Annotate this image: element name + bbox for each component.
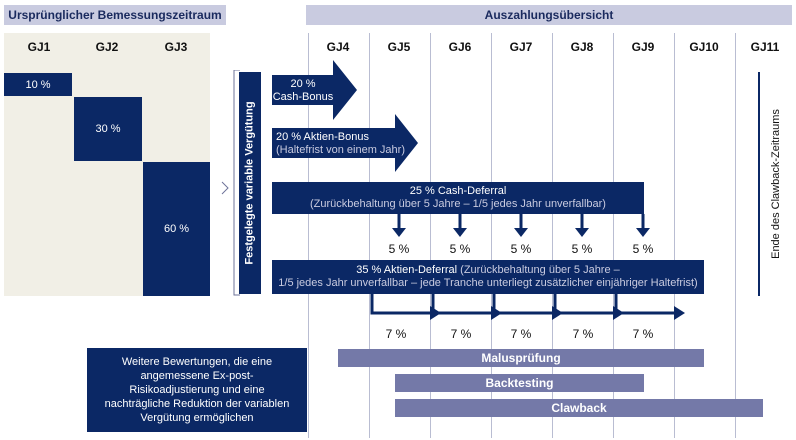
cash-deferral-note: (Zurückbehaltung über 5 Jahre – 1/5 jede… <box>310 198 606 210</box>
year-label: GJ6 <box>448 40 472 54</box>
gridline <box>674 33 675 438</box>
info-box-text: Weitere Bewertungen, die eine angemessen… <box>104 356 290 424</box>
year-label: GJ9 <box>631 40 655 54</box>
cash-tranche-label: 5 % <box>388 242 410 256</box>
share-block-gj2: 30 % <box>74 97 142 161</box>
cash-tranche-label: 5 % <box>449 242 471 256</box>
clawback-end-label-wrap: Ende des Clawback-Zeitraums <box>768 72 784 296</box>
aktien-bonus-label: 20 % Aktien-Bonus (Haltefrist von einem … <box>276 131 405 157</box>
aktien-deferral-line1: 35 % Aktien-Deferral (Zurückbehaltung üb… <box>272 264 704 277</box>
cash-bonus-arrow <box>272 60 357 120</box>
share-block-gj3: 60 % <box>143 162 210 296</box>
share-label: 30 % <box>95 123 121 135</box>
share-label: 60 % <box>163 223 190 235</box>
year-label: GJ5 <box>387 40 411 54</box>
clawback-bar: Clawback <box>395 399 763 417</box>
aktien-tranche-label: 7 % <box>632 327 654 341</box>
gridline <box>369 33 370 438</box>
year-label: GJ8 <box>570 40 594 54</box>
malus-bar: Malusprüfung <box>338 349 704 367</box>
cash-tranche-label: 5 % <box>632 242 654 256</box>
aktien-bonus-note: (Haltefrist von einem Jahr) <box>276 144 405 156</box>
gridline <box>613 33 614 438</box>
header-original-period: Ursprünglicher Bemessungszeitraum <box>4 5 226 25</box>
aktien-deferral-note-a: (Zurückbehaltung über 5 Jahre – <box>457 264 620 276</box>
gridline <box>308 33 309 438</box>
fixed-variable-compensation-box: Festgelegte variable Vergütung <box>239 72 261 294</box>
aktien-deferral-tranche-arrows <box>370 294 676 315</box>
gridline <box>430 33 431 438</box>
cash-bonus-title: Cash-Bonus <box>272 91 334 103</box>
gridline <box>552 33 553 438</box>
year-label: GJ2 <box>95 40 119 54</box>
aktien-deferral-note-b: 1/5 jedes Jahr unverfallbar – jede Tranc… <box>278 277 698 289</box>
header-payout-overview: Auszahlungsübersicht <box>306 5 792 25</box>
aktien-bonus-arrow <box>272 114 418 172</box>
share-block-gj1: 10 % <box>4 73 72 96</box>
share-label: 10 % <box>25 78 51 91</box>
aktien-tranche-label: 7 % <box>385 327 407 341</box>
cash-bonus-share: 20 % <box>290 78 316 90</box>
aktien-tranche-label: 7 % <box>450 327 472 341</box>
cash-deferral-tranche-arrows <box>397 214 645 228</box>
year-label: GJ10 <box>689 40 719 54</box>
gridline <box>491 33 492 438</box>
year-label: GJ4 <box>326 40 350 54</box>
year-label: GJ3 <box>164 40 188 54</box>
aktien-deferral-box: 35 % Aktien-Deferral (Zurückbehaltung üb… <box>272 260 704 294</box>
aktien-deferral-title: 35 % Aktien-Deferral <box>356 264 458 276</box>
aktien-bonus-title: 20 % Aktien-Bonus <box>276 131 369 143</box>
year-label: GJ1 <box>27 40 51 54</box>
aktien-tranche-label: 7 % <box>510 327 532 341</box>
aktien-tranche-label: 7 % <box>572 327 594 341</box>
risk-adjustment-info-box: Weitere Bewertungen, die eine angemessen… <box>87 348 307 432</box>
cash-bonus-label: 20 % Cash-Bonus <box>272 78 334 104</box>
backtesting-bar: Backtesting <box>395 374 644 392</box>
cash-tranche-label: 5 % <box>571 242 593 256</box>
bracket-chevron-icon <box>221 70 240 296</box>
cash-deferral-title: 25 % Cash-Deferral <box>409 185 507 197</box>
year-label: GJ7 <box>509 40 533 54</box>
year-label: GJ11 <box>750 40 780 54</box>
clawback-end-label: Ende des Clawback-Zeitraums <box>770 109 783 259</box>
cash-tranche-label: 5 % <box>510 242 532 256</box>
gridline <box>735 33 736 438</box>
cash-deferral-box: 25 % Cash-Deferral (Zurückbehaltung über… <box>272 182 644 214</box>
